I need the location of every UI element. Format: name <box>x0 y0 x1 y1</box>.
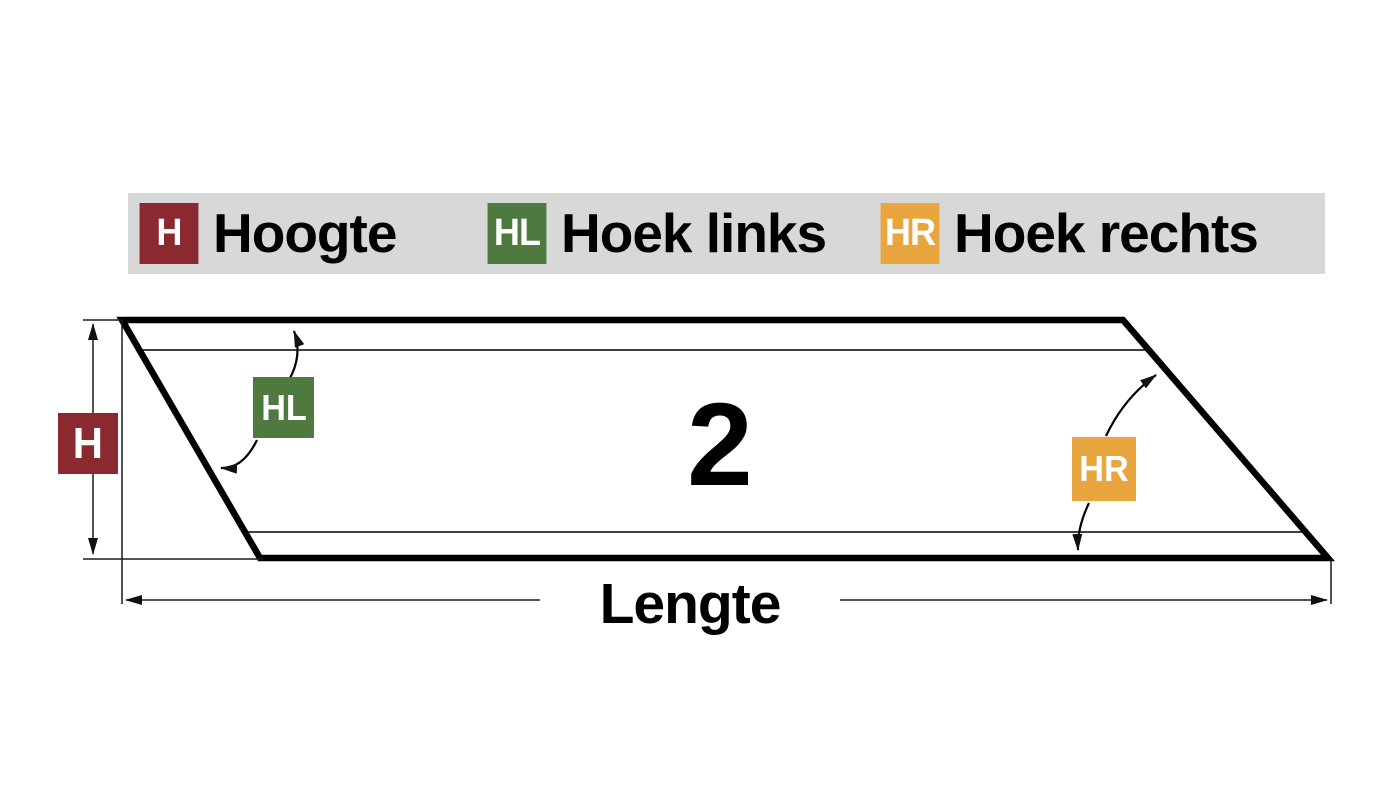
left-angle-tag: HL <box>253 377 314 438</box>
left-angle-arrow-top <box>288 330 305 381</box>
right-angle-tag: HR <box>1072 437 1136 501</box>
left-angle-tag-label: HL <box>260 386 307 428</box>
right-angle-chip: HR <box>880 203 940 264</box>
legend-label-hoek-rechts: Hoek rechts <box>954 202 1259 264</box>
panel-outline <box>116 316 1336 562</box>
legend-item-hoek-rechts: HR Hoek rechts <box>879 193 1259 274</box>
height-tag: H <box>58 413 118 474</box>
legend-label-hoek-links: Hoek links <box>561 202 827 264</box>
height-chip: H <box>139 203 199 264</box>
legend-item-hoogte: H Hoogte <box>138 193 397 274</box>
legend-label-hoogte: Hoogte <box>213 202 397 264</box>
length-label: Lengte <box>540 574 840 634</box>
legend: H Hoogte HL Hoek links HR Hoek rechts <box>128 193 1325 274</box>
right-angle-arrow-bottom <box>1072 502 1090 551</box>
legend-item-hoek-links: HL Hoek links <box>486 193 827 274</box>
shape-number: 2 <box>687 379 753 511</box>
left-angle-chip: HL <box>487 203 547 264</box>
right-angle-arrow-top <box>1105 374 1157 437</box>
height-tag-label: H <box>72 418 104 468</box>
left-angle-arrow-bottom <box>220 439 258 474</box>
right-angle-tag-label: HR <box>1079 448 1129 489</box>
